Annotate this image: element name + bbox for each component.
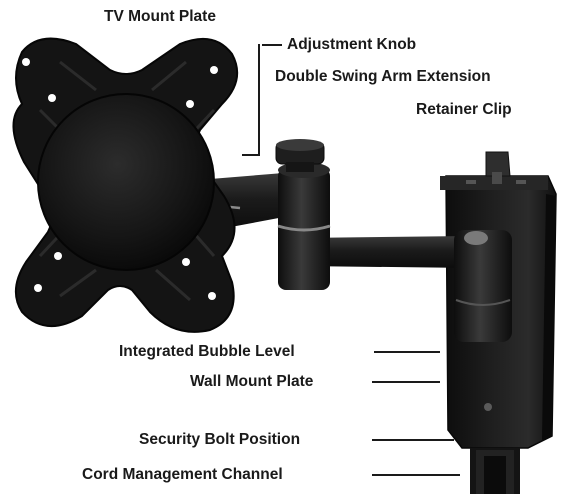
leader-security-bolt [372, 439, 454, 441]
label-adjustment-knob: Adjustment Knob [287, 36, 417, 53]
leader-cord-channel [372, 474, 460, 476]
label-bubble-level: Integrated Bubble Level [119, 343, 295, 360]
label-retainer-clip: Retainer Clip [416, 101, 512, 118]
label-double-swing-arm: Double Swing Arm Extension [275, 68, 491, 85]
label-wall-mount-plate: Wall Mount Plate [190, 373, 314, 390]
second-pivot [454, 230, 512, 342]
leader-adjustment-knob-h [262, 44, 282, 46]
cord-channel [470, 448, 520, 494]
mount-holes [22, 58, 218, 300]
label-security-bolt: Security Bolt Position [139, 431, 301, 448]
adjustment-knob [275, 139, 325, 172]
label-cord-channel: Cord Management Channel [82, 466, 283, 483]
security-bolt [484, 403, 492, 411]
retainer-clip [485, 151, 511, 184]
first-pivot [277, 162, 331, 290]
label-tv-mount-plate: TV Mount Plate [104, 8, 216, 25]
second-arm [300, 236, 474, 268]
tv-mount-plate [12, 37, 239, 333]
leader-adjustment-knob-v [258, 44, 260, 156]
leader-bubble-level [374, 351, 440, 353]
leader-wall-mount-plate [372, 381, 440, 383]
leader-adjustment-knob-tail [242, 154, 260, 156]
